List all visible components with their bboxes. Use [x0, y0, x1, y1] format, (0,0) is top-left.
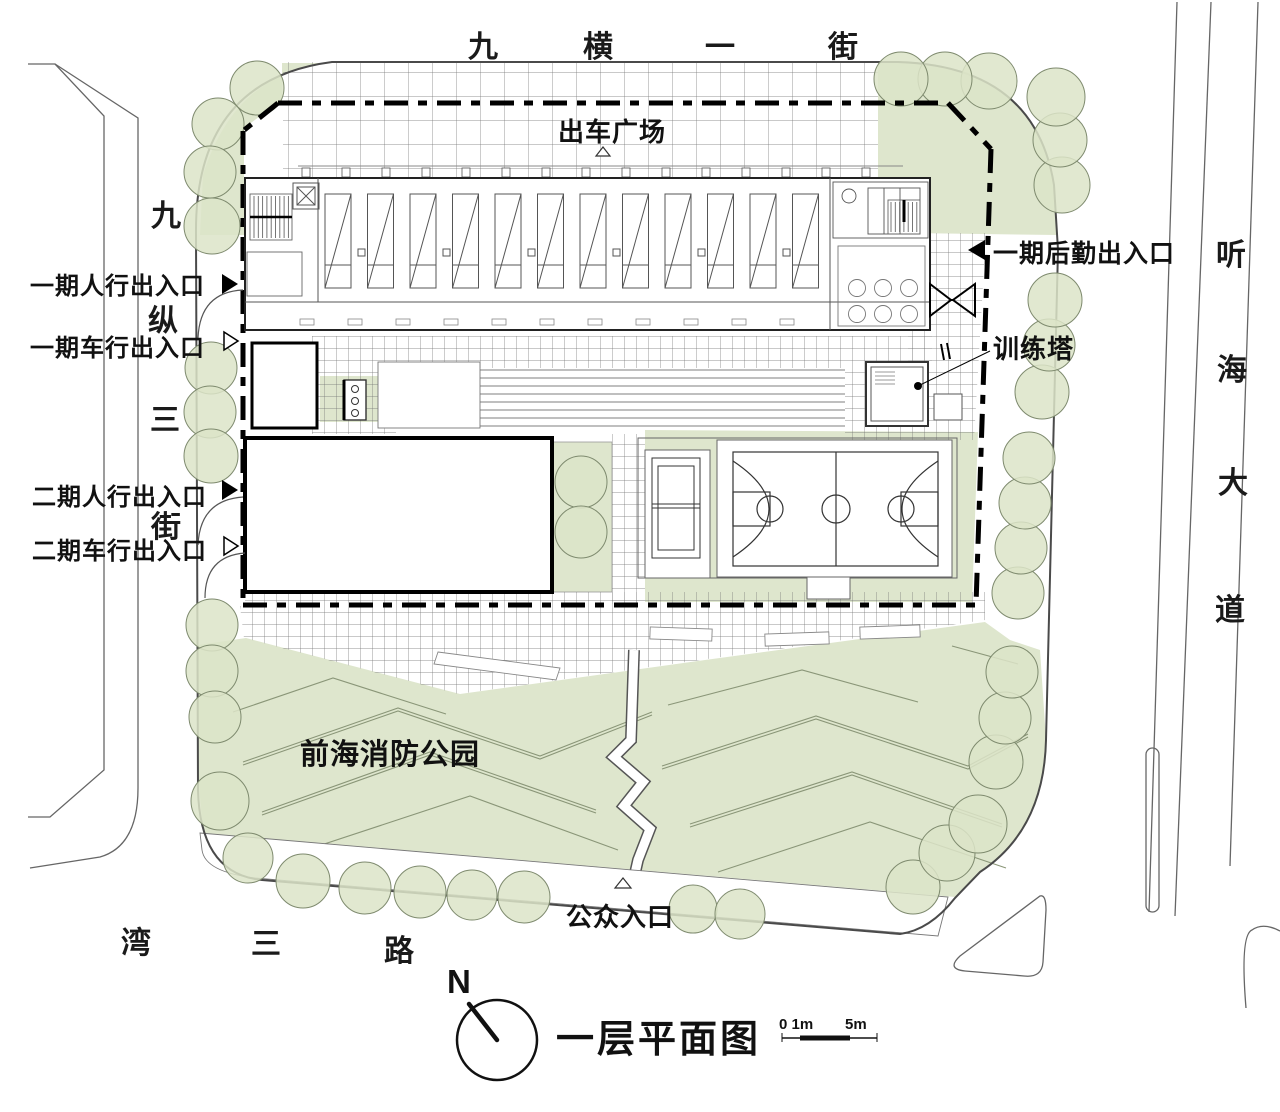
- tree-icon: [1026, 67, 1086, 127]
- track-equipment: [342, 379, 367, 421]
- running-track: [342, 361, 845, 429]
- trees: [183, 51, 1091, 940]
- scale-bar: [781, 1033, 878, 1042]
- north-compass-icon: [455, 998, 539, 1082]
- tree-icon: [1027, 272, 1083, 328]
- tree-icon: [978, 691, 1032, 745]
- scale-five-label: 5m: [845, 1016, 867, 1033]
- apparatus-bays: [324, 193, 819, 289]
- p2-ped-entrance-marker-icon: [222, 480, 238, 500]
- street-top-char-1: 九: [468, 31, 498, 64]
- tree-icon: [991, 566, 1045, 620]
- street-top-char-3: 一: [705, 31, 735, 64]
- training-tower: [865, 342, 991, 427]
- tree-icon: [714, 888, 766, 940]
- public-entrance-label: 公众入口: [566, 902, 675, 932]
- tree-icon: [275, 853, 331, 909]
- tree-icon: [668, 884, 718, 934]
- tree-icon: [554, 455, 608, 509]
- p1-veh-entrance-label: 一期车行出入口: [30, 335, 205, 362]
- tree-icon: [188, 690, 242, 744]
- street-bottom-char-3: 路: [384, 935, 414, 968]
- street-right-char-1: 听: [1216, 239, 1246, 272]
- p2-ped-entrance-label: 二期人行出入口: [32, 484, 207, 511]
- p1-veh-entrance-marker-icon: [223, 330, 240, 352]
- tree-icon: [185, 644, 239, 698]
- street-bottom-char-2: 三: [251, 928, 281, 961]
- park-paths: [232, 645, 1029, 873]
- south-facade-windows: [299, 318, 795, 326]
- stair-west: [249, 193, 293, 241]
- tree-icon: [1014, 364, 1070, 420]
- p1-logistics-entrance-label: 一期后勤出入口: [993, 240, 1176, 268]
- tree-icon: [185, 598, 239, 652]
- tree-icon: [994, 521, 1048, 575]
- street-right-char-3: 大: [1218, 467, 1248, 500]
- entrance-arcs: [197, 289, 246, 599]
- street-top-char-2: 横: [583, 31, 613, 64]
- canopy-columns: [301, 167, 871, 178]
- stair-east: [887, 199, 921, 235]
- tree-icon: [497, 870, 551, 924]
- plan-title: 一层平面图: [556, 1019, 762, 1061]
- paved-grids: [240, 62, 986, 694]
- entrance-markers: [222, 146, 985, 889]
- north-label: N: [447, 963, 472, 1000]
- tree-icon: [998, 476, 1052, 530]
- street-right-char-2: 海: [1217, 354, 1247, 387]
- tree-icon: [183, 428, 239, 484]
- elevator: [292, 182, 320, 210]
- street-bottom-char-1: 湾: [121, 927, 151, 960]
- street-left-char-4: 街: [151, 511, 181, 544]
- street-left-char-3: 三: [150, 404, 180, 437]
- depart-plaza-label: 出车广场: [558, 117, 667, 147]
- tree-icon: [885, 859, 941, 915]
- tree-icon: [338, 861, 392, 915]
- p1-ped-entrance-label: 一期人行出入口: [30, 273, 205, 300]
- park-label: 前海消防公园: [300, 739, 481, 771]
- public-entrance-marker-icon: [613, 877, 633, 889]
- main-building: [244, 165, 931, 331]
- tower-leader-line: [914, 350, 991, 390]
- tree-icon: [554, 505, 608, 559]
- tree-icon: [985, 645, 1039, 699]
- tree-icon: [183, 145, 237, 199]
- street-left-char-2: 纵: [148, 305, 178, 338]
- park-zigzag-path: [605, 649, 658, 902]
- gate-icon: [929, 281, 976, 319]
- tree-icon: [393, 865, 447, 919]
- dining-room: [837, 245, 926, 327]
- scale-zero-label: 0 1m: [779, 1016, 814, 1033]
- tree-icon: [191, 97, 245, 151]
- phase2-annex: [250, 341, 319, 430]
- tree-icon: [1002, 431, 1056, 485]
- volleyball-court: [644, 449, 711, 579]
- tree-icon: [948, 794, 1008, 854]
- p2-veh-entrance-marker-icon: [223, 535, 240, 557]
- tree-icon: [222, 832, 274, 884]
- court-step: [806, 576, 851, 600]
- tree-icon: [183, 197, 241, 255]
- tree-icon: [873, 51, 929, 107]
- street-left-char-1: 九: [151, 200, 181, 233]
- depart-plaza-marker-icon: [594, 146, 612, 157]
- tree-icon: [190, 771, 250, 831]
- p1-logistics-entrance-marker-icon: [968, 240, 985, 260]
- p1-ped-entrance-marker-icon: [222, 274, 238, 294]
- room-west: [246, 251, 303, 297]
- tree-icon: [229, 60, 285, 116]
- street-right-char-4: 道: [1215, 594, 1245, 627]
- basketball-court: [716, 439, 953, 578]
- adjacent-roads: [28, 1, 1280, 1009]
- street-top-char-4: 街: [828, 31, 858, 64]
- tree-icon: [968, 734, 1024, 790]
- park-benches: [433, 624, 921, 681]
- tree-icon: [446, 869, 498, 921]
- training-tower-label: 训练塔: [993, 334, 1075, 364]
- courts: [637, 437, 958, 600]
- phase2-building: [243, 436, 554, 594]
- p2-veh-entrance-label: 二期车行出入口: [32, 538, 207, 565]
